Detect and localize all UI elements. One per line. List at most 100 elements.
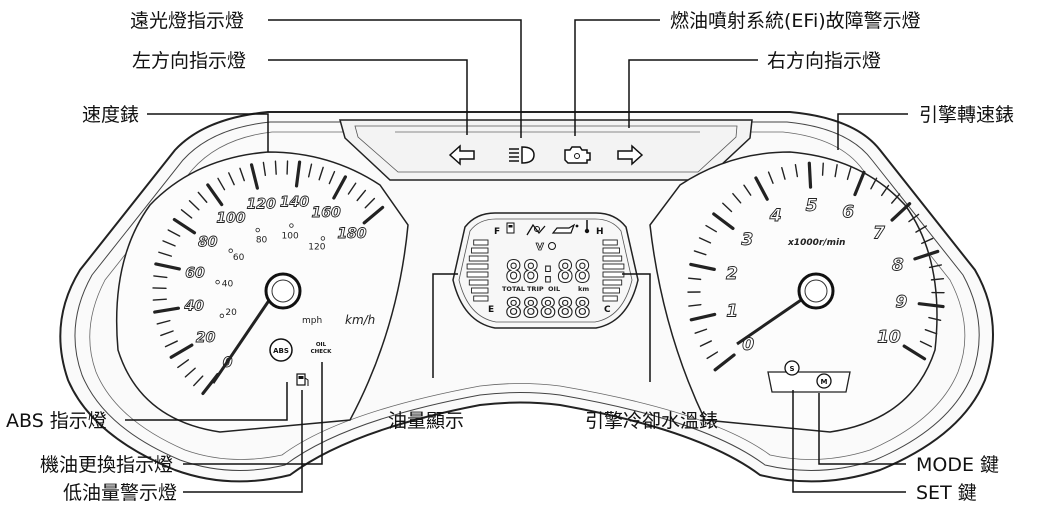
speedometer-tick — [228, 172, 235, 186]
tachometer-needle — [736, 296, 805, 346]
leader-lines — [125, 19, 908, 493]
tachometer-tick — [924, 329, 938, 335]
speedometer-tick — [160, 330, 174, 337]
speedometer-tick — [156, 319, 171, 325]
set-button[interactable]: S — [784, 360, 800, 376]
fuel-bar-segment — [466, 263, 489, 270]
mph-dot — [255, 227, 260, 233]
speedometer-tick — [172, 217, 197, 235]
temp-bar-segment — [602, 271, 625, 278]
tachometer-tick — [688, 303, 702, 307]
temp-cold-label: C — [604, 305, 611, 315]
tachometer-tick — [821, 162, 824, 176]
svg-text:CHECK: CHECK — [311, 349, 332, 355]
tachometer-tick — [687, 277, 702, 281]
callout-left-turn: 左方向指示燈 — [132, 50, 246, 72]
fuel-bar-segment — [473, 295, 489, 302]
mph-dot — [320, 236, 326, 241]
lcd-total-label: TOTAL — [502, 285, 525, 293]
tachometer-tick — [794, 163, 799, 178]
tachometer-tick — [754, 176, 769, 201]
tachometer-tick — [890, 202, 912, 222]
tachometer-tick — [689, 262, 716, 271]
callout-speedometer: 速度錶 — [82, 104, 139, 126]
speedometer-mph-label: 60 — [233, 253, 245, 263]
kmh-unit: km/h — [345, 313, 375, 327]
temp-bar-segment — [602, 279, 623, 286]
speedometer-tick — [180, 209, 193, 219]
voltage-label: V — [536, 242, 544, 253]
speedometer-mph-label: 40 — [222, 279, 234, 289]
speedometer-tick — [362, 205, 385, 225]
tachometer-tick — [881, 184, 890, 197]
tachometer-tick — [689, 312, 717, 322]
speedometer-tick — [332, 175, 347, 200]
oil-can-icon — [551, 223, 579, 234]
tachometer-tick — [712, 212, 735, 231]
speedometer-mph-label: 120 — [308, 242, 325, 252]
speedometer-tick — [262, 161, 267, 177]
fuel-empty-label: E — [488, 305, 494, 315]
speedometer-tick — [328, 170, 336, 185]
tachometer-label: 5 — [806, 196, 818, 216]
tachometer-label: 10 — [877, 328, 901, 348]
fuel-bar-segment — [466, 271, 489, 278]
tachometer-tick — [928, 316, 942, 322]
button-panel — [767, 371, 851, 393]
tachometer-label: 8 — [892, 255, 904, 275]
tachometer-tick — [705, 224, 718, 233]
speedometer-tick — [184, 367, 196, 378]
speedometer-tick — [364, 197, 376, 209]
mph-dot — [219, 313, 225, 319]
speedometer-kmh-label: 40 — [183, 299, 204, 315]
speedometer-needle — [211, 295, 274, 384]
speedometer-ticks — [152, 160, 385, 396]
mode-button[interactable]: M — [816, 373, 832, 389]
speedometer-kmh-label: 60 — [185, 265, 205, 281]
callout-coolant: 引擎冷卻水溫錶 — [585, 410, 718, 432]
lcd-display: F E H C V 88:88 TOTAL TRIP OIL km 88888 — [452, 212, 639, 329]
abs-icon — [269, 338, 293, 362]
tachometer-tick — [891, 193, 901, 204]
mph-dot — [215, 279, 220, 285]
voltage-icon — [548, 242, 556, 250]
left-turn-icon — [448, 144, 475, 166]
tachometer-tick — [694, 328, 708, 334]
speedometer: 020406080100120140160180 20406080100120 … — [115, 151, 409, 433]
speedometer-kmh-label: 140 — [280, 195, 309, 211]
temp-hot-label: H — [596, 227, 604, 237]
speedometer-tick — [188, 199, 200, 211]
temp-bar-segment — [602, 247, 620, 254]
speedometer-kmh-label: 80 — [198, 235, 218, 251]
tachometer-label: 6 — [842, 202, 854, 222]
engine-check-icon — [564, 146, 591, 164]
oil-check-icon: OIL CHECK — [311, 342, 332, 355]
speedometer-tick — [307, 163, 313, 178]
speedometer-tick — [217, 177, 226, 191]
callout-efi: 燃油噴射系統(EFi)故障警示燈 — [670, 10, 921, 32]
speedometer-tick — [206, 183, 224, 207]
tachometer-label: 7 — [873, 223, 885, 243]
temp-bar-segment — [602, 239, 618, 246]
speedometer-tick — [167, 229, 181, 237]
speedometer-kmh-label: 180 — [337, 226, 366, 242]
temp-bar-segment — [602, 295, 618, 302]
tachometer-tick — [928, 264, 943, 269]
fuel-bar-segment — [471, 247, 489, 254]
lcd-fuel-icon — [506, 222, 515, 234]
tachometer-label: 3 — [741, 230, 753, 250]
temp-bar-segment — [602, 287, 620, 294]
tachometer-tick — [870, 177, 878, 190]
svg-text:OIL: OIL — [316, 342, 327, 348]
tachometer-tick — [699, 340, 713, 347]
callout-right-turn: 右方向指示燈 — [767, 50, 881, 72]
speedometer-mph-label: 20 — [225, 308, 237, 318]
indicator-window — [339, 119, 753, 181]
fuel-bar-segment — [471, 287, 489, 294]
callout-mode: MODE 鍵 — [916, 454, 999, 476]
svg-text:ABS: ABS — [273, 347, 289, 355]
speedometer-tick — [294, 160, 302, 188]
